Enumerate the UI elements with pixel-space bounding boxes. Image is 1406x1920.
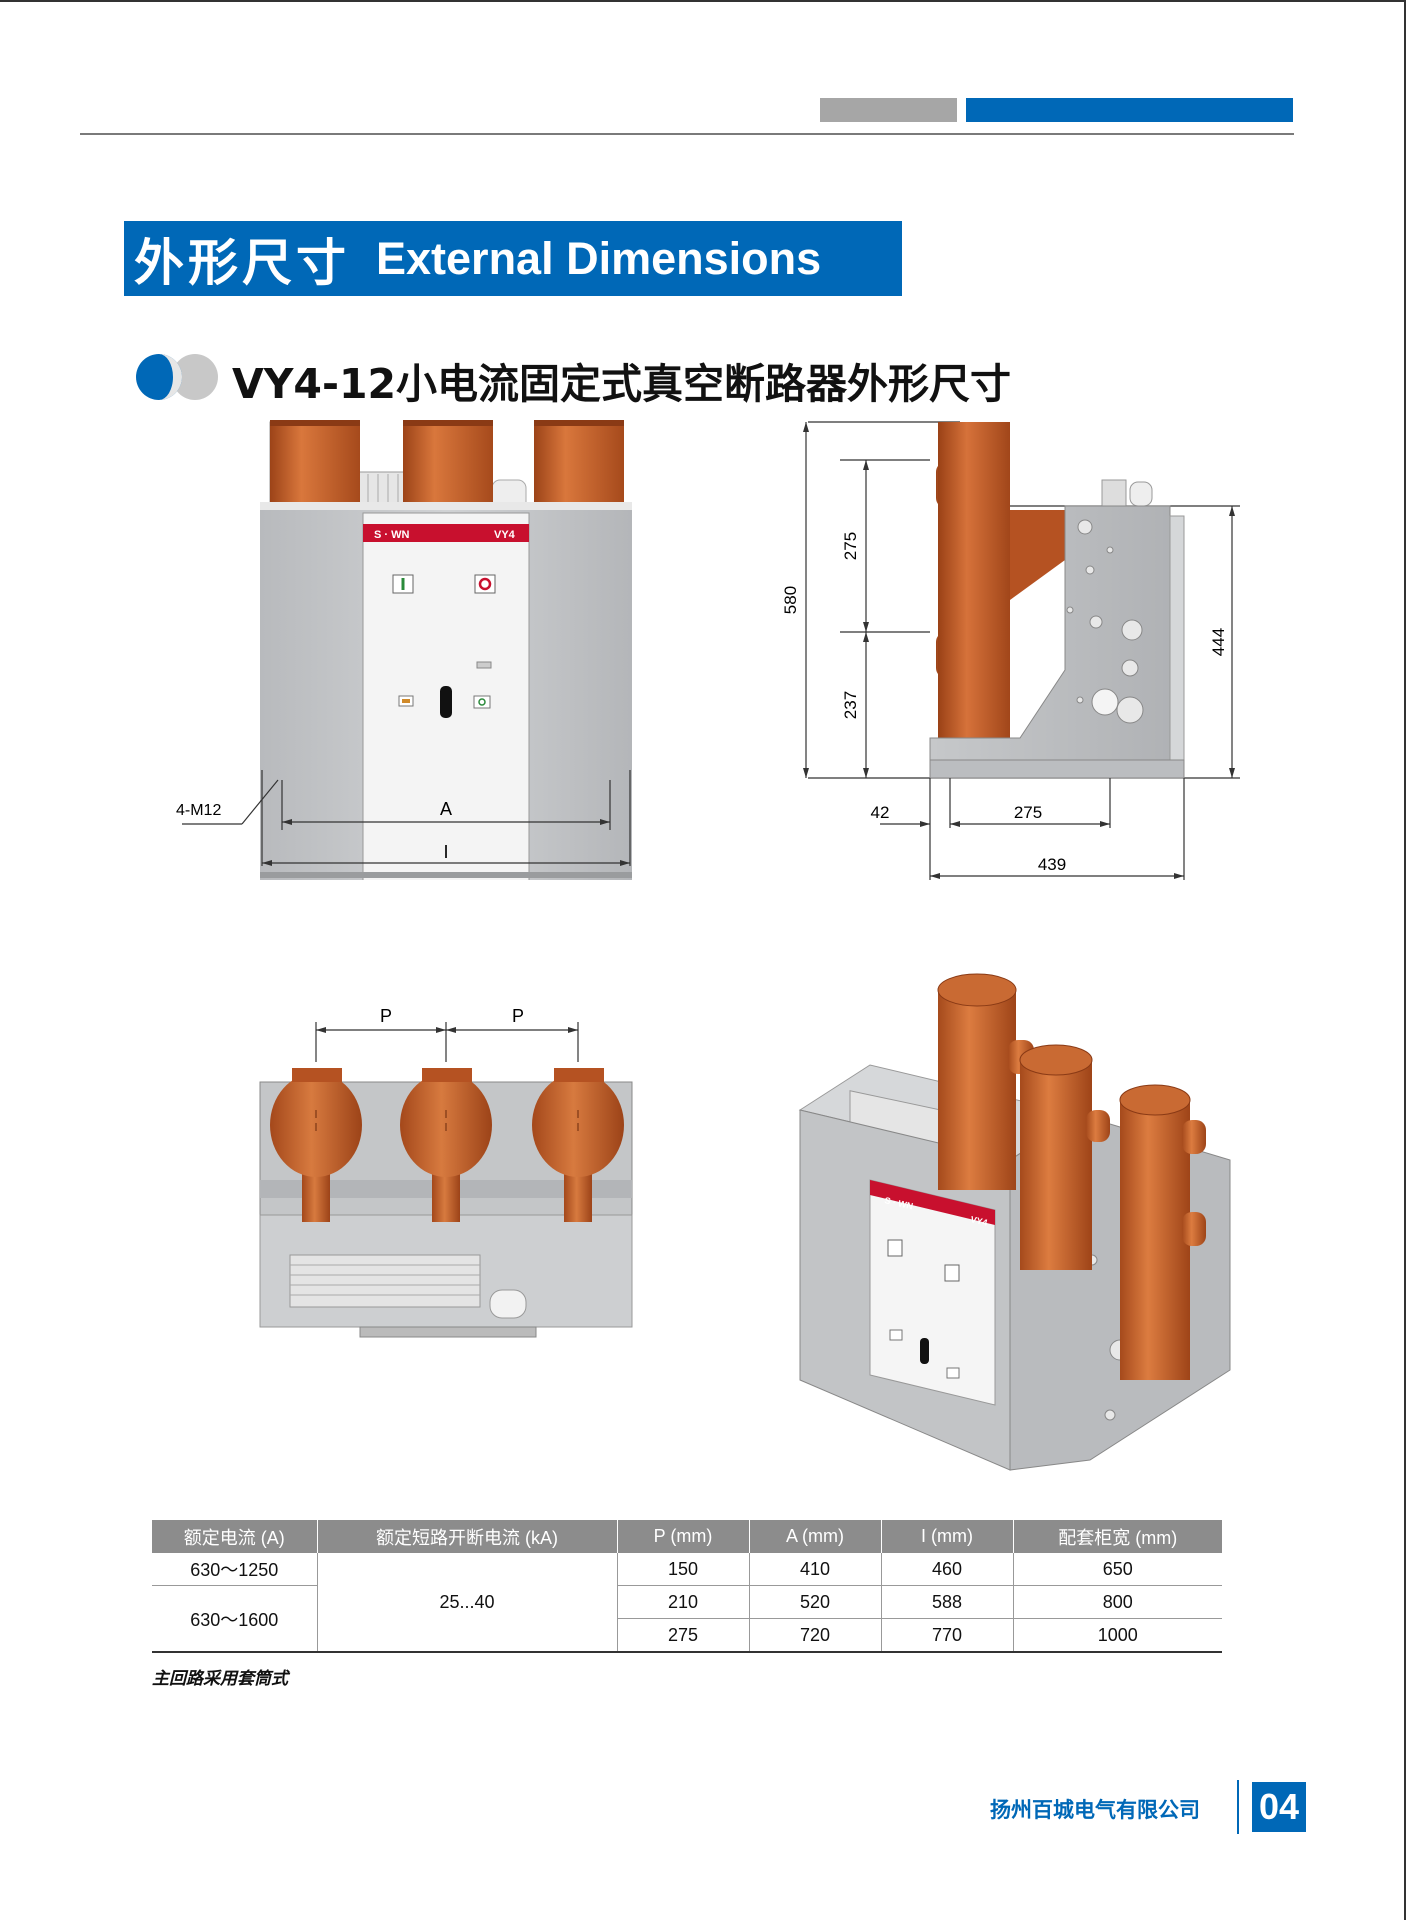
top-dim-p1: P xyxy=(380,1006,392,1026)
front-dim-l: I xyxy=(443,842,448,862)
cell-breaking: 25...40 xyxy=(317,1553,618,1653)
side-dim-444: 444 xyxy=(1209,628,1228,656)
table-note: 主回路采用套筒式 xyxy=(152,1669,288,1689)
table-header-row: 额定电流 (A) 额定短路开断电流 (kA) P (mm) A (mm) I (… xyxy=(152,1520,1222,1553)
header-cabinet-width: 配套柜宽 (mm) xyxy=(1013,1520,1222,1553)
iso-model-label: VY4 xyxy=(970,1214,989,1228)
table-row: 275 720 770 1000 xyxy=(152,1618,1222,1653)
header-i: I (mm) xyxy=(881,1520,1014,1553)
page-title-banner: 外形尺寸 External Dimensions xyxy=(124,221,902,296)
isometric-view-drawing: S · WN VY4 xyxy=(798,973,1231,1471)
page-title-en: External Dimensions xyxy=(376,232,822,284)
page-title-cn: 外形尺寸 xyxy=(134,233,350,292)
front-bolt-label: 4-M12 xyxy=(176,802,221,819)
section-subtitle: VY4-12小电流固定式真空断路器外形尺寸 xyxy=(232,360,1012,408)
header-rated-current: 额定电流 (A) xyxy=(152,1520,318,1553)
side-dim-439: 439 xyxy=(1038,855,1066,874)
cell-a: 520 xyxy=(749,1585,882,1619)
cell-width: 800 xyxy=(1013,1585,1222,1619)
cell-i: 460 xyxy=(881,1553,1014,1586)
cell-p: 275 xyxy=(617,1618,750,1653)
side-dim-580: 580 xyxy=(781,586,800,614)
cell-a: 720 xyxy=(749,1618,882,1653)
top-dim-p2: P xyxy=(512,1006,524,1026)
cell-width: 1000 xyxy=(1013,1618,1222,1653)
table-row: 630～1600 210 520 588 800 xyxy=(152,1585,1222,1653)
side-dim-237: 237 xyxy=(841,691,860,719)
footer-divider xyxy=(1237,1780,1239,1834)
cell-current-2: 630～1600 xyxy=(152,1585,318,1653)
company-name: 扬州百城电气有限公司 xyxy=(990,1798,1200,1822)
cell-width: 650 xyxy=(1013,1553,1222,1586)
front-model-label: VY4 xyxy=(494,529,516,541)
header-p: P (mm) xyxy=(617,1520,750,1553)
side-view-drawing: 580 275 237 444 42 275 439 xyxy=(781,421,1240,880)
side-dim-275-horizontal: 275 xyxy=(1014,803,1042,822)
cell-p: 210 xyxy=(617,1585,750,1619)
side-dim-42: 42 xyxy=(871,803,890,822)
page-frame-right xyxy=(1404,0,1406,1920)
page-number: 04 xyxy=(1252,1782,1306,1832)
header-rule xyxy=(80,133,1294,135)
side-dim-275-vertical: 275 xyxy=(841,532,860,560)
section-bullet-icon xyxy=(136,354,218,400)
front-dim-a: A xyxy=(440,799,452,819)
cell-a: 410 xyxy=(749,1553,882,1586)
cell-current-1: 630～1250 xyxy=(152,1553,318,1586)
header-a: A (mm) xyxy=(749,1520,882,1553)
cell-i: 770 xyxy=(881,1618,1014,1653)
top-view-drawing: P P xyxy=(259,1006,633,1338)
front-view-drawing: S · WN VY4 xyxy=(260,420,632,880)
front-view-dimensions: A I 4-M12 xyxy=(176,770,631,866)
spec-table: 额定电流 (A) 额定短路开断电流 (kA) P (mm) A (mm) I (… xyxy=(152,1520,1222,1653)
table-row: 630～1250 25...40 150 410 460 650 xyxy=(152,1553,1222,1653)
front-brand-label: S · WN xyxy=(374,529,409,541)
header-blue-bar xyxy=(966,98,1293,122)
cell-i: 588 xyxy=(881,1585,1014,1619)
page-frame-top xyxy=(0,0,1406,2)
header-breaking-current: 额定短路开断电流 (kA) xyxy=(317,1520,618,1553)
header-gray-bar xyxy=(820,98,957,122)
cell-p: 150 xyxy=(617,1553,750,1586)
